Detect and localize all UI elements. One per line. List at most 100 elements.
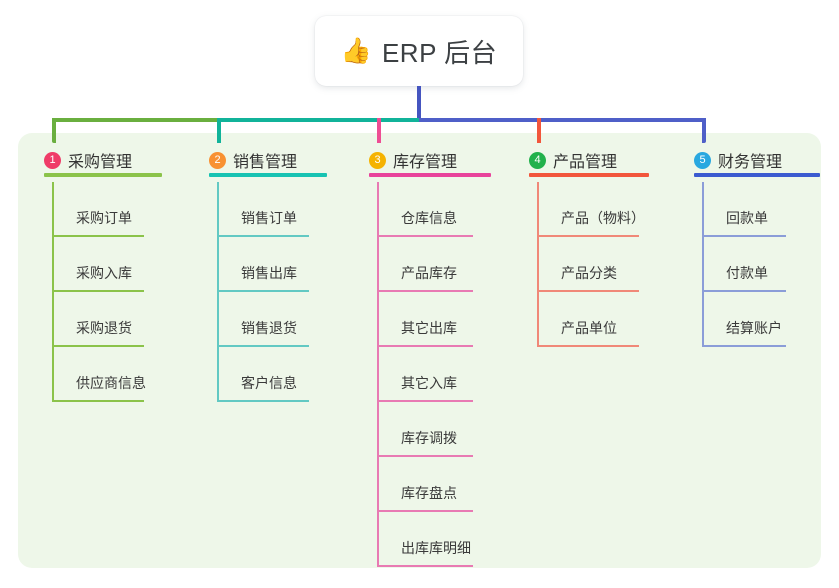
branch-item-list: 仓库信息产品库存其它出库其它入库库存调拨库存盘点出库库明细	[355, 182, 515, 567]
branch-item-spine	[377, 292, 379, 347]
branch-stub-3	[377, 118, 381, 143]
branch-item-rule	[702, 235, 786, 237]
branch-item-label: 销售出库	[241, 265, 297, 281]
branch-item-rule	[217, 400, 309, 402]
branch-title: 采购管理	[68, 154, 133, 171]
branch-item-label: 销售退货	[241, 320, 297, 336]
branch-number-badge: 3	[369, 151, 386, 169]
branch-item[interactable]: 产品（物料）	[515, 182, 680, 237]
branch-item[interactable]: 销售退货	[195, 292, 355, 347]
branch-item[interactable]: 仓库信息	[355, 182, 515, 237]
branch-item-rule	[52, 400, 144, 402]
branch-number-badge: 2	[209, 151, 226, 169]
branch-item-rule	[52, 290, 144, 292]
branch-item[interactable]: 客户信息	[195, 347, 355, 402]
branch-item-label: 产品分类	[561, 265, 617, 281]
branch-item-rule	[377, 345, 473, 347]
branch-item-rule	[377, 290, 473, 292]
branch-item-list: 销售订单销售出库销售退货客户信息	[195, 182, 355, 402]
branch-item[interactable]: 产品分类	[515, 237, 680, 292]
branch-stub-1	[52, 118, 56, 143]
branch-item-rule	[217, 290, 309, 292]
bar-segment-teal	[217, 118, 419, 122]
branch-item-label: 客户信息	[241, 375, 297, 391]
root-stem	[417, 86, 421, 122]
branch-number-badge: 4	[529, 151, 546, 169]
branch-item-rule	[702, 345, 786, 347]
branch-item-spine	[377, 512, 379, 567]
branch-item-label: 产品库存	[401, 265, 457, 281]
branch-item-spine	[702, 237, 704, 292]
branch-item-label: 出库库明细	[401, 540, 471, 556]
branch-item-spine	[52, 182, 54, 237]
branch-item-label: 库存调拨	[401, 430, 457, 446]
branch-item-label: 付款单	[726, 265, 768, 281]
branch-item[interactable]: 供应商信息	[30, 347, 195, 402]
branch-item-spine	[52, 237, 54, 292]
branch-column-2: 2 销售管理销售订单销售出库销售退货客户信息	[195, 143, 355, 402]
branch-item[interactable]: 采购入库	[30, 237, 195, 292]
branch-item-spine	[217, 347, 219, 402]
branch-title: 财务管理	[718, 154, 783, 171]
branch-item[interactable]: 回款单	[680, 182, 825, 237]
branch-item-label: 其它出库	[401, 320, 457, 336]
branch-item-spine	[377, 237, 379, 292]
branch-item[interactable]: 库存调拨	[355, 402, 515, 457]
branch-title: 产品管理	[553, 154, 618, 171]
branch-item-label: 库存盘点	[401, 485, 457, 501]
branch-item-label: 采购退货	[76, 320, 132, 336]
branch-column-4: 4 产品管理产品（物料） 产品分类产品单位	[515, 143, 680, 347]
branch-item-rule	[377, 565, 473, 567]
branch-item-rule	[377, 510, 473, 512]
branch-item[interactable]: 销售订单	[195, 182, 355, 237]
branch-item[interactable]: 库存盘点	[355, 457, 515, 512]
branch-item-label: 结算账户	[726, 320, 782, 336]
branch-item[interactable]: 付款单	[680, 237, 825, 292]
branch-item-spine	[52, 292, 54, 347]
branch-header-2[interactable]: 2 销售管理	[195, 143, 355, 177]
root-node[interactable]: 👍 ERP 后台	[315, 16, 523, 86]
thumbs-up-icon: 👍	[340, 36, 372, 65]
branch-item[interactable]: 出库库明细	[355, 512, 515, 567]
branch-title: 销售管理	[233, 154, 298, 171]
branch-item[interactable]: 产品库存	[355, 237, 515, 292]
root-title: ERP 后台	[381, 37, 498, 68]
branch-item[interactable]: 采购退货	[30, 292, 195, 347]
branch-header-4[interactable]: 4 产品管理	[515, 143, 680, 177]
branch-item-label: 其它入库	[401, 375, 457, 391]
branch-header-rule	[529, 173, 649, 177]
branch-stub-2	[217, 118, 221, 143]
branch-item-spine	[702, 292, 704, 347]
branch-item[interactable]: 产品单位	[515, 292, 680, 347]
branch-item-label: 采购入库	[76, 265, 132, 281]
branch-item-rule	[52, 235, 144, 237]
branch-item-list: 回款单付款单结算账户	[680, 182, 825, 347]
branch-item-rule	[377, 455, 473, 457]
branch-item-spine	[702, 182, 704, 237]
branch-item-label: 产品（物料）	[561, 210, 645, 226]
branch-item-spine	[537, 292, 539, 347]
branch-item-list: 产品（物料） 产品分类产品单位	[515, 182, 680, 347]
branch-item-rule	[52, 345, 144, 347]
bar-segment-blue	[419, 118, 706, 122]
branch-stub-5	[702, 118, 706, 143]
diagram-panel	[18, 133, 821, 568]
branch-item[interactable]: 其它出库	[355, 292, 515, 347]
branch-item[interactable]: 结算账户	[680, 292, 825, 347]
branch-item[interactable]: 销售出库	[195, 237, 355, 292]
branch-item-spine	[537, 182, 539, 237]
branch-item-spine	[377, 457, 379, 512]
branch-item-spine	[217, 292, 219, 347]
branch-item-label: 采购订单	[76, 210, 132, 226]
branch-header-rule	[209, 173, 327, 177]
branch-item-spine	[537, 237, 539, 292]
branch-item-spine	[377, 347, 379, 402]
branch-item-list: 采购订单采购入库采购退货供应商信息	[30, 182, 195, 402]
branch-item[interactable]: 其它入库	[355, 347, 515, 402]
branch-item-label: 销售订单	[241, 210, 297, 226]
branch-item[interactable]: 采购订单	[30, 182, 195, 237]
